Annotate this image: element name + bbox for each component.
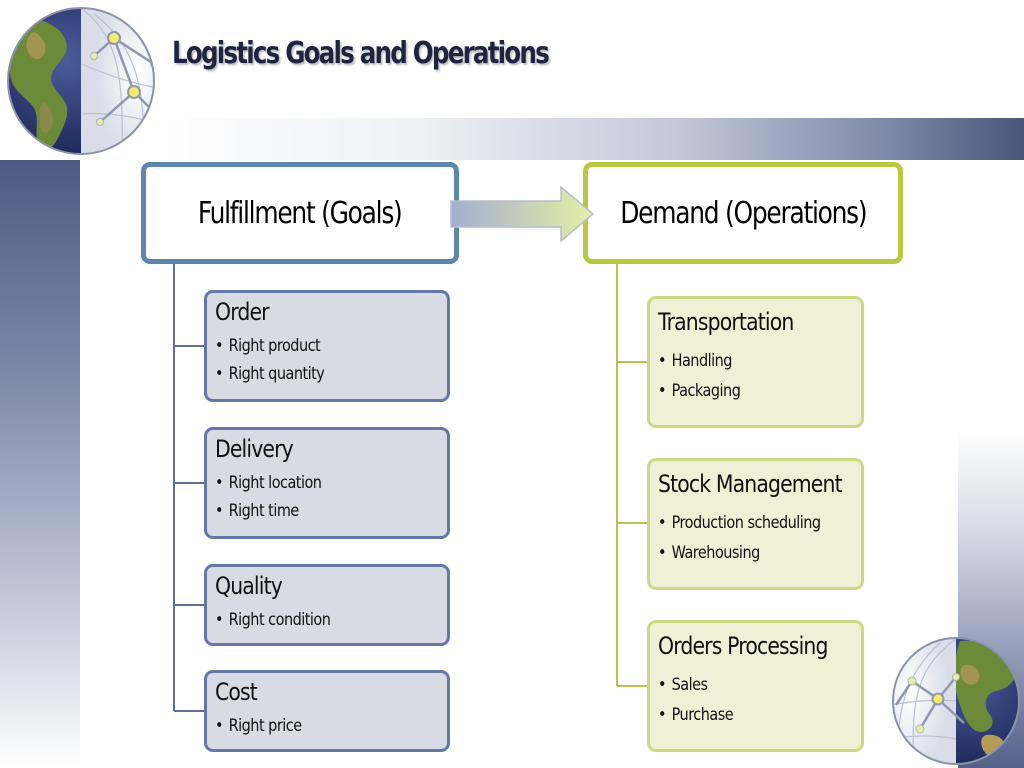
operations-header-box: Demand (Operations): [583, 162, 903, 264]
operation-item-bullets: •Production scheduling •Warehousing: [658, 508, 853, 568]
bullet-point: •Right condition: [215, 610, 331, 630]
bullet-point: •Right price: [215, 716, 302, 736]
operation-item-title: Orders Processing: [658, 632, 828, 660]
goals-header-label: Fulfillment (Goals): [198, 195, 403, 231]
operation-item-transportation: Transportation •Handling •Packaging: [647, 296, 864, 428]
bullet-point: •Warehousing: [658, 543, 760, 563]
operations-header-label: Demand (Operations): [619, 195, 867, 231]
goal-item-title: Quality: [215, 572, 283, 600]
globe-americas-icon: [7, 7, 155, 155]
goal-item-bullets: •Right price: [215, 712, 439, 740]
bullet-point: •Sales: [658, 675, 708, 695]
goals-header-box: Fulfillment (Goals): [141, 162, 459, 264]
operation-item-bullets: •Sales •Purchase: [658, 670, 853, 730]
bullet-point: •Right location: [215, 473, 322, 493]
bullet-point: •Right quantity: [215, 364, 325, 384]
operation-item-bullets: •Handling •Packaging: [658, 346, 853, 406]
goal-item-title: Delivery: [215, 435, 294, 463]
goal-item-delivery: Delivery •Right location •Right time: [204, 427, 450, 539]
goal-item-order: Order •Right product •Right quantity: [204, 290, 450, 402]
operation-item-orders-processing: Orders Processing •Sales •Purchase: [647, 620, 864, 752]
goal-item-bullets: •Right location •Right time: [215, 469, 439, 525]
bullet-point: •Right product: [215, 336, 321, 356]
left-gradient-band: [0, 160, 80, 768]
bullet-point: •Production scheduling: [658, 513, 821, 533]
operation-item-title: Transportation: [658, 308, 794, 336]
operation-item-title: Stock Management: [658, 470, 843, 498]
operations-connector-lines: [616, 262, 648, 687]
goal-item-title: Cost: [215, 678, 258, 706]
goal-item-bullets: •Right product •Right quantity: [215, 332, 439, 388]
goal-item-cost: Cost •Right price: [204, 670, 450, 752]
goals-connector-lines: [173, 262, 206, 712]
goal-item-bullets: •Right condition: [215, 606, 439, 634]
bullet-point: •Handling: [658, 351, 732, 371]
bullet-point: •Purchase: [658, 705, 734, 725]
globe-asia-icon: [892, 637, 1020, 765]
slide-title: Logistics Goals and Operations: [172, 36, 550, 71]
goal-item-quality: Quality •Right condition: [204, 564, 450, 646]
goal-item-title: Order: [215, 298, 270, 326]
bullet-point: •Packaging: [658, 381, 741, 401]
operation-item-stock-management: Stock Management •Production scheduling …: [647, 458, 864, 590]
bullet-point: •Right time: [215, 501, 299, 521]
top-gradient-band: [160, 118, 1024, 160]
right-arrow-icon: [450, 185, 595, 243]
